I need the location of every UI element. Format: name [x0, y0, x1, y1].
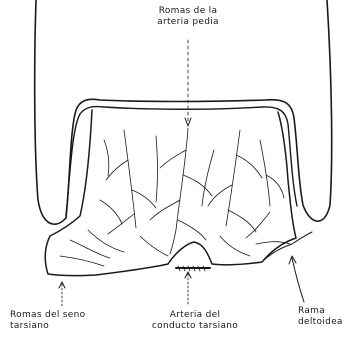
- deltoid-branch-vessel: [262, 232, 312, 262]
- label-bottom-left-sinus-tarsi: Romas del seno tarsiano: [10, 310, 85, 332]
- inner-articular-line: [66, 107, 297, 216]
- label-bottom-right-line1: Rama: [298, 306, 343, 317]
- label-bottom-center-tarsal-canal: Arteria del conducto tarsiano: [140, 310, 250, 332]
- leader-bottom-right: [292, 258, 304, 302]
- label-top-line2: arteria pedia: [140, 17, 236, 28]
- label-top-dorsalis-pedis: Romas de la arteria pedia: [140, 6, 236, 28]
- label-bottom-right-deltoid: Rama deltoidea: [298, 306, 343, 328]
- label-bottom-left-line1: Romas del seno: [10, 310, 85, 321]
- vessel-branches: [60, 128, 290, 266]
- label-bottom-right-line2: deltoidea: [298, 317, 343, 328]
- label-top-line1: Romas de la: [140, 6, 236, 17]
- outer-bone-outline: [35, 0, 332, 224]
- label-bottom-left-line2: tarsiano: [10, 321, 85, 332]
- label-bottom-center-line1: Arteria del: [140, 310, 250, 321]
- label-bottom-center-line2: conducto tarsiano: [140, 321, 250, 332]
